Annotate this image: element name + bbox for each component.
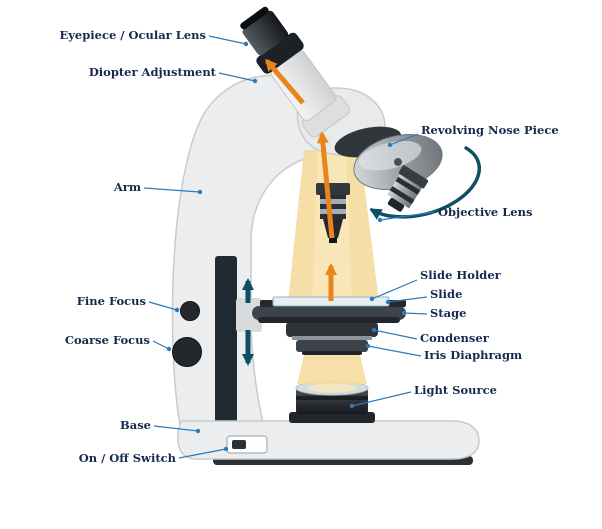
leader-dot [377,217,383,223]
leader-dot [223,446,229,452]
arm [171,74,339,435]
light-path-arrow-middle [316,131,335,239]
leader-nosepiece [389,133,419,146]
objective-tip [387,197,405,212]
objective-tip [329,238,337,243]
condenser-ring [292,336,372,340]
label-base: Base [120,418,151,432]
label-condenser: Condenser [420,331,490,345]
leader-dot [387,142,393,148]
leader-on-off [178,448,227,459]
objective-band [395,176,421,195]
leader-dot [401,310,407,316]
label-light-source: Light Source [414,383,497,397]
switch-toggle [232,440,246,449]
revolving-nosepiece [353,134,443,190]
leader-dot [349,403,355,409]
leader-dot [385,299,391,305]
leader-dot [243,41,249,47]
base [177,420,480,465]
light-beam-lower [297,352,367,384]
light-path-arrow-eyepiece [265,58,305,105]
stage [252,306,406,320]
stage-underside [258,317,400,323]
leader-lines [143,35,435,459]
leader-slide [387,296,428,303]
objective-mount [316,183,350,195]
leader-dot [365,343,371,349]
leader-stage [403,312,428,315]
leader-dot [197,189,203,195]
leader-slide-holder [371,279,418,300]
leader-arm [143,187,201,193]
objective-band [320,199,346,204]
label-objective-lens: Objective Lens [438,205,532,219]
stage-assembly [252,296,406,323]
label-fine-focus: Fine Focus [77,294,146,308]
leader-coarse-focus [152,340,170,350]
eyepiece-cap [240,6,269,30]
light-source [289,380,375,423]
leader-dot [252,78,258,84]
leader-fine-focus [148,301,178,311]
label-iris-diaphragm: Iris Diaphragm [424,348,522,362]
label-stage: Stage [430,306,466,320]
label-slide-holder: Slide Holder [420,268,502,282]
iris-lip [302,351,362,355]
label-arm: Arm [113,180,141,194]
arm-body [171,74,339,435]
leader-iris [367,345,422,357]
label-coarse-focus: Coarse Focus [65,333,150,347]
objective-body [320,195,346,219]
leader-dot [371,327,377,333]
light-source-base [289,412,375,423]
leader-objective [379,211,435,221]
fine-focus-knob [180,301,200,321]
label-eyepiece: Eyepiece / Ocular Lens [59,28,206,42]
label-revolving-nose-piece: Revolving Nose Piece [421,123,559,137]
labels: Eyepiece / Ocular Lens Diopter Adjustmen… [59,28,558,465]
base-body [177,420,480,460]
leader-base [153,425,199,432]
label-on-off-switch: On / Off Switch [79,451,177,465]
leader-dot [174,307,180,313]
label-slide: Slide [430,287,462,301]
objective-lens-right [387,165,429,212]
leader-condenser [373,329,418,340]
leader-eyepiece [208,35,247,45]
iris-diaphragm [296,340,368,352]
leader-dot [166,346,172,352]
arm-dark-strip [215,256,237,432]
leader-dot [195,428,201,434]
stage-bracket [236,298,262,332]
leader-light-source [351,391,412,407]
turret-hub [394,158,402,166]
condenser-assembly [286,322,378,355]
leader-dot [369,296,375,302]
objective-mount [398,165,429,189]
turret-highlight [359,140,422,171]
nosepiece-rotation-arrow [369,146,481,220]
label-diopter-adjustment: Diopter Adjustment [89,65,217,79]
light-source-band [296,396,368,400]
leader-diopter [218,72,256,82]
coarse-focus-knob [172,337,202,367]
condenser [286,322,378,337]
light-source-glow-inner [307,383,357,393]
objective-band [320,209,346,214]
objective-band [389,186,415,205]
